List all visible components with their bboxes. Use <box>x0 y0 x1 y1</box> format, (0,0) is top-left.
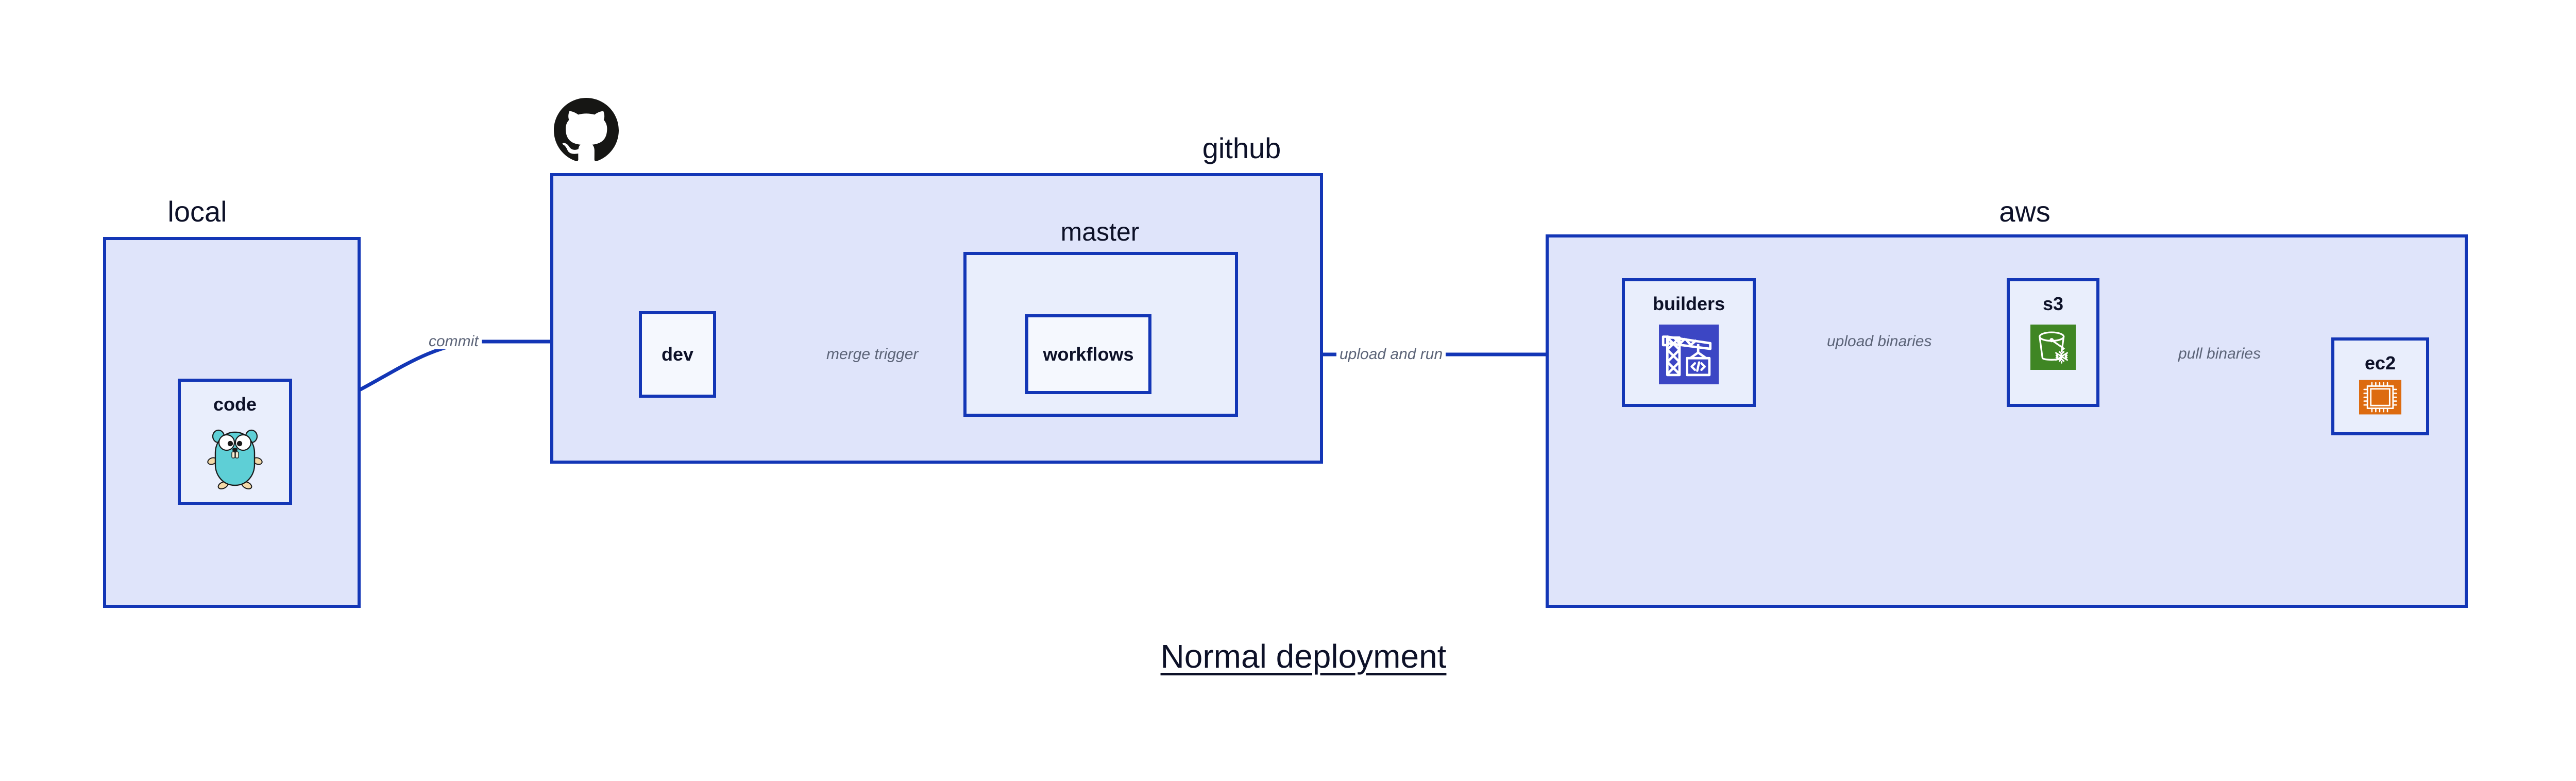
aws-s3-glacier-icon <box>2030 325 2076 372</box>
node-label-dev: dev <box>661 344 694 365</box>
edge-label-pull-binaries: pull binaries <box>2175 346 2264 362</box>
node-code[interactable]: code <box>178 379 292 505</box>
edge-label-upload-binaries: upload binaries <box>1824 334 1935 349</box>
node-ec2[interactable]: ec2 <box>2331 337 2429 435</box>
edge-label-upload-and-run: upload and run <box>1336 347 1446 362</box>
aws-ec2-icon <box>2359 380 2401 417</box>
group-label-local: local <box>167 195 227 228</box>
aws-codebuild-icon <box>1659 325 1719 387</box>
node-label-builders: builders <box>1652 293 1725 314</box>
node-builders[interactable]: builders <box>1622 278 1756 407</box>
node-label-code: code <box>213 394 257 415</box>
node-dev[interactable]: dev <box>639 311 716 398</box>
node-workflows[interactable]: workflows <box>1025 314 1151 394</box>
node-label-workflows: workflows <box>1043 343 1134 365</box>
edge-label-merge-trigger: merge trigger <box>823 347 922 362</box>
github-octocat-logo <box>554 98 619 165</box>
group-label-github: github <box>1202 132 1281 164</box>
go-gopher-icon <box>207 425 263 492</box>
diagram-title: Normal deployment <box>1160 638 1447 675</box>
subgroup-label-master: master <box>1060 217 1140 246</box>
node-label-ec2: ec2 <box>2364 352 2396 373</box>
group-label-aws: aws <box>1999 195 2050 228</box>
node-s3[interactable]: s3 <box>2007 278 2099 407</box>
node-label-s3: s3 <box>2042 293 2064 314</box>
edge-label-commit: commit <box>426 334 482 349</box>
